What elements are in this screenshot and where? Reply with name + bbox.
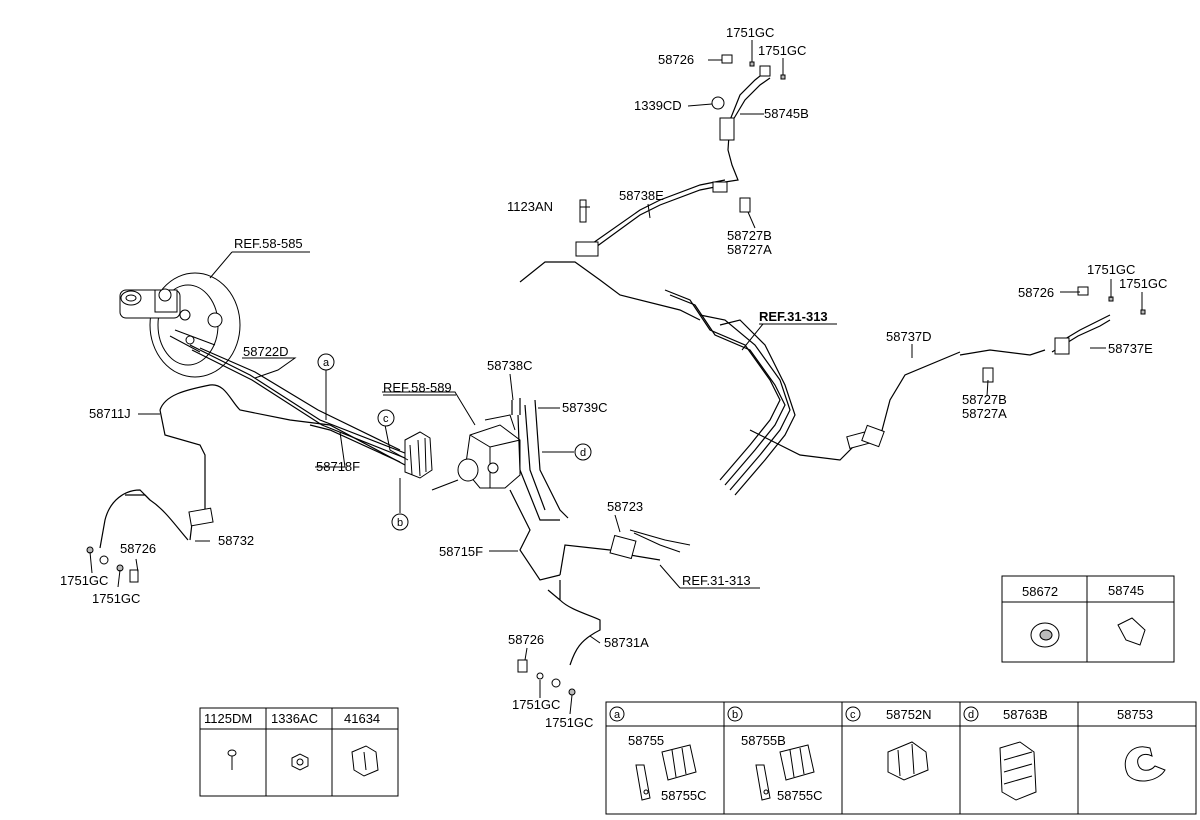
label-1751GC-left-2: 1751GC xyxy=(92,591,140,606)
label-1751GC-mid-1: 1751GC xyxy=(512,697,560,712)
left-brake-pipes xyxy=(99,344,411,549)
cell-b-label-58755B: 58755B xyxy=(741,733,786,748)
parts-table-clips: 58672 58745 xyxy=(1001,575,1175,663)
clip-58763B-icon xyxy=(999,741,1037,801)
table-header-1336AC: 1336AC xyxy=(271,711,318,726)
label-58727A-top: 58727A xyxy=(727,242,772,257)
clip-58753-icon xyxy=(1124,746,1166,782)
clip-bracket-a-icon xyxy=(635,744,697,801)
label-58737E: 58737E xyxy=(1108,341,1153,356)
parts-table-pipe-clips: a b c d 58752N 58763B 58753 58755 58755C… xyxy=(605,701,1197,815)
callout-b-letter: b xyxy=(397,517,403,529)
rear-brake-pipes xyxy=(519,179,1111,496)
label-58737D: 58737D xyxy=(886,329,932,344)
label-1123AN: 1123AN xyxy=(507,199,553,214)
callout-a: a xyxy=(317,353,335,371)
label-58731A: 58731A xyxy=(604,635,649,650)
callout-c: c xyxy=(377,409,395,427)
label-58739C: 58739C xyxy=(562,400,608,415)
table-header-58752N: 58752N xyxy=(886,707,932,722)
table-header-58745: 58745 xyxy=(1108,583,1144,598)
label-58718F: 58718F xyxy=(316,459,360,474)
label-58738E: 58738E xyxy=(619,188,664,203)
callout-a-letter: a xyxy=(323,357,330,369)
table-header-58672: 58672 xyxy=(1022,584,1058,599)
table-tag-b: b xyxy=(732,709,738,721)
cell-a-label-58755: 58755 xyxy=(628,733,664,748)
label-58726-mid: 58726 xyxy=(508,632,544,647)
table-header-58753: 58753 xyxy=(1117,707,1153,722)
table-header-1125DM: 1125DM xyxy=(204,711,252,726)
clip-bracket-b-icon xyxy=(755,744,815,801)
label-ref-31-313: REF.31-313 xyxy=(682,573,751,588)
clip-assembly-c xyxy=(404,431,433,479)
callout-c-letter: c xyxy=(383,413,389,425)
cell-a-label-58755C: 58755C xyxy=(661,788,707,803)
label-58726-top: 58726 xyxy=(658,52,694,67)
label-ref-31-313-bold: REF.31-313 xyxy=(759,309,828,324)
label-1339CD: 1339CD xyxy=(634,98,682,113)
label-58727A-right: 58727A xyxy=(962,406,1007,421)
rear-right-fittings xyxy=(982,286,1146,383)
bolt-icon xyxy=(227,749,237,770)
cell-b-label-58755C: 58755C xyxy=(777,788,823,803)
abs-module xyxy=(457,414,521,489)
label-58711J: 58711J xyxy=(89,406,131,421)
callout-b: b xyxy=(391,513,409,531)
clamp-icon xyxy=(351,745,379,777)
callout-d-letter: d xyxy=(580,447,586,459)
label-ref-58-585: REF.58-585 xyxy=(234,236,303,251)
front-right-hose xyxy=(575,54,786,257)
nut-icon xyxy=(291,753,309,771)
table-tag-c: c xyxy=(850,709,856,721)
table-header-41634: 41634 xyxy=(344,711,380,726)
brake-booster-assembly xyxy=(119,272,241,378)
table-tag-d: d xyxy=(968,709,974,721)
label-58726-left: 58726 xyxy=(120,541,156,556)
center-brake-pipes xyxy=(431,398,691,666)
label-58722D: 58722D xyxy=(243,344,289,359)
label-58738C: 58738C xyxy=(487,358,533,373)
label-ref-58-589: REF.58-589 xyxy=(383,380,452,395)
label-1751GC-right-2: 1751GC xyxy=(1119,276,1167,291)
center-fittings xyxy=(517,659,576,696)
clip-58752N-icon xyxy=(887,741,929,781)
label-58723: 58723 xyxy=(607,499,643,514)
label-58732: 58732 xyxy=(218,533,254,548)
table-header-58763B: 58763B xyxy=(1003,707,1048,722)
label-1751GC-top-1: 1751GC xyxy=(726,25,774,40)
label-1751GC-mid-2: 1751GC xyxy=(545,715,593,730)
label-58715F: 58715F xyxy=(439,544,483,559)
label-1751GC-top-2: 1751GC xyxy=(758,43,806,58)
label-58727B-right: 58727B xyxy=(962,392,1007,407)
label-1751GC-right-1: 1751GC xyxy=(1087,262,1135,277)
label-58726-right: 58726 xyxy=(1018,285,1054,300)
label-1751GC-left-1: 1751GC xyxy=(60,573,108,588)
label-58727B-top: 58727B xyxy=(727,228,772,243)
callout-d: d xyxy=(574,443,592,461)
clip-icon xyxy=(1117,617,1146,646)
label-58745B: 58745B xyxy=(764,106,809,121)
parts-table-fasteners: 1125DM 1336AC 41634 xyxy=(199,707,399,797)
table-tag-a: a xyxy=(614,709,621,721)
